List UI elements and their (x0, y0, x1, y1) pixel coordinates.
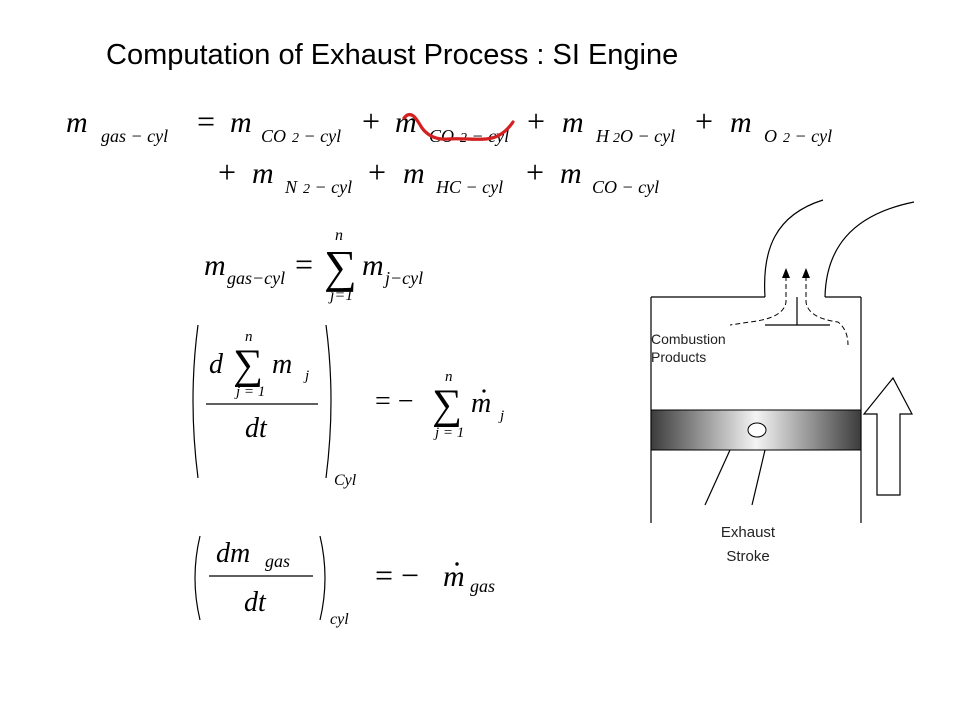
eq4-right-paren (319, 535, 326, 621)
eq2-sigma-lower: j=1 (328, 287, 353, 304)
arrow-up-icon (802, 268, 810, 278)
eq1-term-7-m: m (560, 157, 582, 190)
eq4-equals: = − (375, 557, 419, 593)
eq3-sigma-upper: n (245, 329, 253, 345)
eq1-term-6-m: m (403, 157, 425, 190)
eq3-rhs-sigma-upper: n (445, 369, 453, 385)
eq1-term-7-sub: CO − cyl (592, 177, 659, 197)
eq3-rhs-m: m (471, 388, 491, 419)
eq1-lhs-m: m (66, 106, 88, 139)
eq3-left-paren (192, 324, 199, 479)
eq1-term-3-m: m (562, 106, 584, 139)
eq1-op-1: = (197, 103, 215, 139)
eq1-term-4-m: m (730, 106, 752, 139)
eq2-equals: = (295, 246, 313, 282)
eq3-sigma-lower: j = 1 (234, 384, 265, 400)
slide-title: Computation of Exhaust Process : SI Engi… (106, 39, 678, 71)
eq3-rhs-sub: j (498, 408, 504, 424)
connecting-rod-right (751, 449, 766, 506)
strike-through-mark (402, 112, 515, 141)
eq4-rhs-sub: gas (470, 576, 495, 596)
equation-3: d n ∑ j = 1 m j dt Cyl = − n ∑ j = 1 m j (192, 324, 504, 489)
eq4-den: dt (244, 587, 267, 618)
upward-stroke-arrow-icon (862, 376, 913, 496)
equation-4: dm gas dt cyl = − m gas (194, 535, 495, 628)
eq1-op-3: + (527, 103, 545, 139)
eq1-op-5: + (218, 154, 236, 190)
eq2-lhs-m: m (204, 249, 226, 282)
eq1-term-1-m: m (230, 106, 252, 139)
eq1-term-2-m: m (395, 106, 417, 139)
eq2-rhs-sub: j−cyl (383, 268, 423, 288)
eq3-m: m (272, 349, 292, 380)
eq3-paren-sub: Cyl (334, 472, 357, 489)
connecting-rod-left (704, 449, 731, 506)
arrow-up-icon (782, 268, 790, 278)
eq1-term-6-sub: HC − cyl (435, 177, 503, 197)
eq4-num-sub: gas (265, 551, 290, 571)
eq3-right-paren (325, 324, 332, 479)
eq3-d: d (209, 349, 224, 380)
eq2-sigma: ∑ (324, 241, 357, 292)
eq3-m-sub: j (303, 368, 309, 384)
eq4-left-paren (194, 535, 201, 621)
flow-path-right (805, 276, 849, 346)
eq1-op-6: + (368, 154, 386, 190)
piston-pin (747, 422, 767, 438)
eq1-term-5-m: m (252, 157, 274, 190)
exhaust-port-left-wall (763, 199, 824, 298)
eq3-equals: = − (375, 386, 414, 417)
eq3-sigma: ∑ (233, 342, 263, 388)
eq2-sigma-upper: n (335, 227, 343, 244)
eq1-lhs-sub: gas − cyl (101, 126, 168, 146)
eq3-dt: dt (245, 413, 268, 444)
eq4-num: dm (216, 538, 250, 569)
eq4-rhs-dot (455, 562, 459, 566)
eq2-lhs-sub: gas−cyl (227, 268, 285, 288)
eq1-op-2: + (362, 103, 380, 139)
flow-path-left (729, 276, 787, 326)
eq3-rhs-dot (482, 389, 486, 393)
exhaust-port-right-wall (824, 201, 915, 298)
eq2-rhs-m: m (362, 249, 384, 282)
eq1-op-7: + (526, 154, 544, 190)
eq4-rhs-m: m (443, 560, 465, 593)
eq1-op-4: + (695, 103, 713, 139)
eq3-rhs-sigma: ∑ (432, 382, 462, 428)
eq4-paren-sub: cyl (330, 611, 349, 628)
equation-2: m gas−cyl = n ∑ j=1 m j−cyl (204, 227, 423, 304)
eq3-rhs-sigma-lower: j = 1 (433, 425, 464, 441)
